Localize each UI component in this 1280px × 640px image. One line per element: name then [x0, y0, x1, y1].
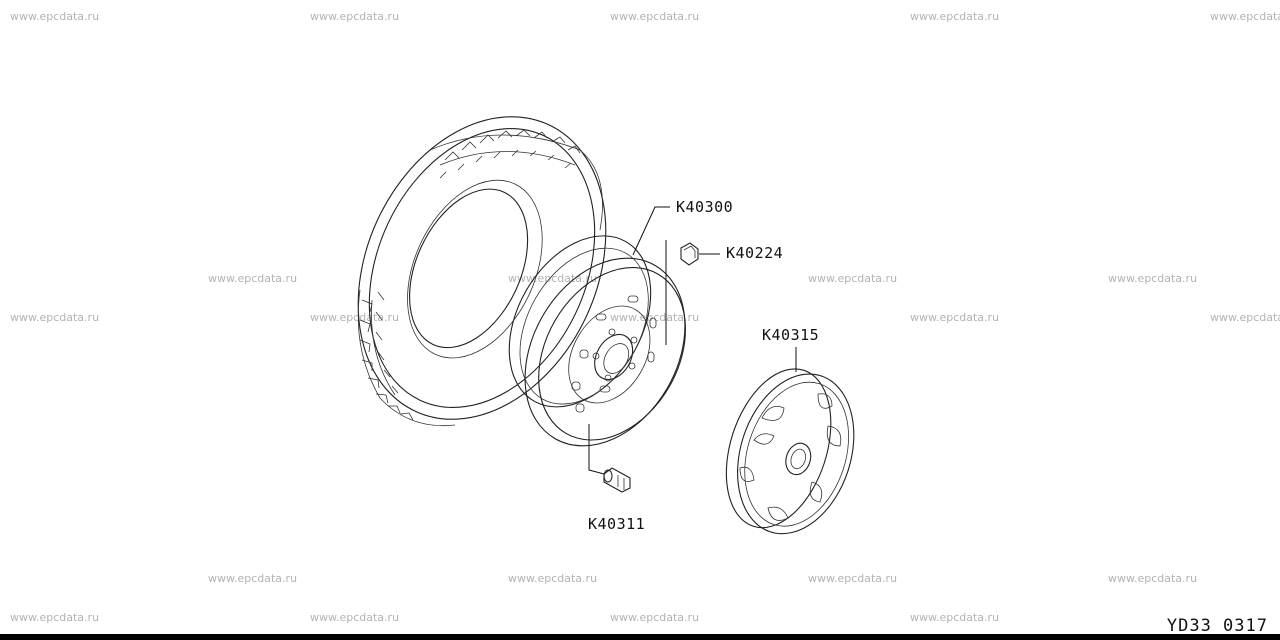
watermark: www.epcdata.ru: [1210, 10, 1280, 23]
nut-drawing[interactable]: [680, 242, 699, 266]
watermark: www.epcdata.ru: [910, 311, 1000, 324]
valve-drawing[interactable]: [603, 467, 631, 493]
watermark: www.epcdata.ru: [910, 611, 1000, 624]
watermark: www.epcdata.ru: [10, 611, 100, 624]
watermark: www.epcdata.ru: [310, 611, 400, 624]
part-label-valve[interactable]: K40311: [588, 515, 646, 533]
watermark: www.epcdata.ru: [310, 10, 400, 23]
watermark: www.epcdata.ru: [1108, 272, 1198, 285]
watermark: www.epcdata.ru: [208, 272, 298, 285]
wheel-cover-drawing[interactable]: [708, 355, 874, 548]
watermark: www.epcdata.ru: [508, 272, 598, 285]
watermark: www.epcdata.ru: [808, 272, 898, 285]
watermark: www.epcdata.ru: [508, 572, 598, 585]
watermark: www.epcdata.ru: [610, 10, 700, 23]
watermark: www.epcdata.ru: [808, 572, 898, 585]
part-label-tire[interactable]: K40300: [676, 198, 734, 216]
watermark: www.epcdata.ru: [208, 572, 298, 585]
watermark: www.epcdata.ru: [310, 311, 400, 324]
bottom-border: [0, 634, 1280, 640]
wheel-drawing[interactable]: [469, 211, 721, 475]
part-label-wheel-cover[interactable]: K40315: [762, 326, 820, 344]
watermark: www.epcdata.ru: [10, 10, 100, 23]
watermark: www.epcdata.ru: [610, 311, 700, 324]
tire-drawing[interactable]: [311, 76, 653, 460]
part-label-nut[interactable]: K40224: [726, 244, 784, 262]
diagram-code: YD33 0317: [1166, 616, 1268, 636]
watermark: www.epcdata.ru: [1108, 572, 1198, 585]
watermark: www.epcdata.ru: [1210, 311, 1280, 324]
watermark: www.epcdata.ru: [910, 10, 1000, 23]
leader-lines: [588, 206, 797, 475]
watermark: www.epcdata.ru: [10, 311, 100, 324]
watermark: www.epcdata.ru: [610, 611, 700, 624]
